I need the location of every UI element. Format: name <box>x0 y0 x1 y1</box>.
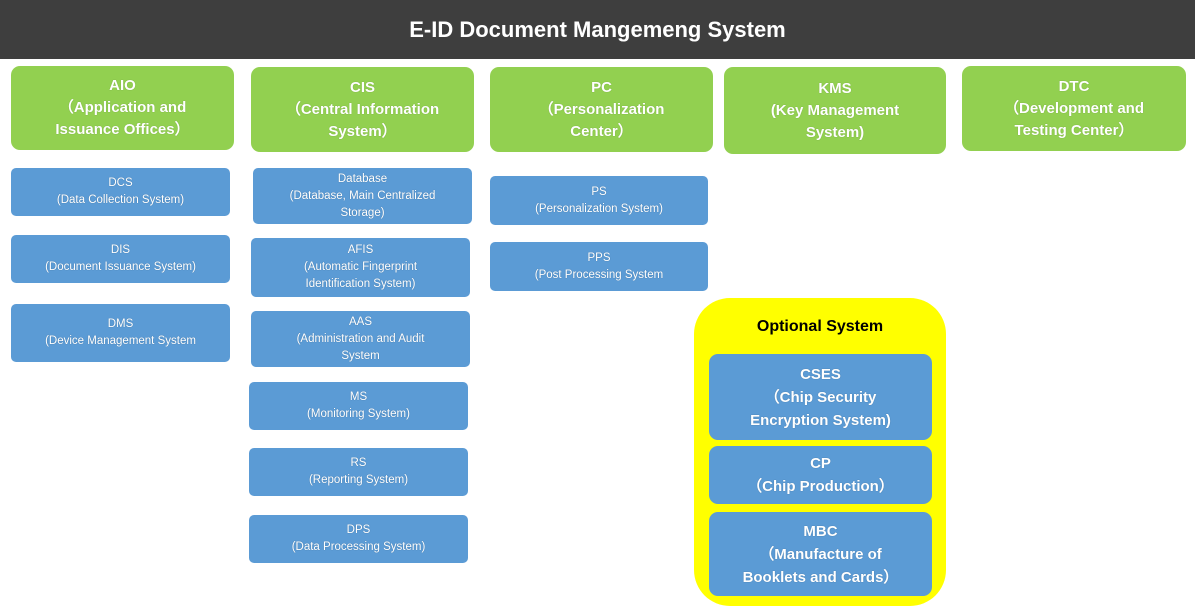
category-title: DTC <box>1058 77 1090 95</box>
subsystem-abbr: DMS <box>107 318 134 330</box>
optional-item-name: （Chip Production） <box>747 478 894 495</box>
category-dtc: DTC （Development and Testing Center） <box>962 66 1186 151</box>
subsystem-name: (Document Issuance System) <box>45 261 196 273</box>
subsystem-dms: DMS (Device Management System <box>11 304 230 362</box>
category-title: KMS <box>818 79 852 97</box>
subsystem-rs: RS (Reporting System) <box>249 448 468 496</box>
optional-item-cp: CP （Chip Production） <box>709 446 932 504</box>
category-subtitle: （Application and <box>58 99 187 116</box>
category-aio: AIO （Application and Issuance Offices） <box>11 66 234 150</box>
subsystem-abbr: Database <box>337 172 388 185</box>
category-title: PC <box>591 78 612 96</box>
category-subtitle: System) <box>805 123 865 141</box>
subsystem-name: (Post Processing System <box>534 268 664 281</box>
optional-item-mbc: MBC （Manufacture of Booklets and Cards） <box>709 512 932 596</box>
subsystem-name: (Personalization System) <box>535 202 663 215</box>
subsystem-abbr: DCS <box>108 177 133 189</box>
category-subtitle: Center） <box>570 122 633 140</box>
optional-item-abbr: CP <box>810 455 831 472</box>
category-cis: CIS （Central Information System） <box>251 67 474 152</box>
optional-item-abbr: MBC <box>803 522 838 540</box>
category-subtitle: (Key Management <box>770 101 900 119</box>
subsystem-abbr: PPS <box>587 251 611 264</box>
subsystem-abbr: MS <box>349 391 368 403</box>
optional-item-name: Booklets and Cards） <box>742 568 899 586</box>
subsystem-name: System <box>341 349 380 362</box>
subsystem-name: (Data Collection System) <box>56 194 185 206</box>
category-title: CIS <box>349 78 375 96</box>
optional-item-abbr: CSES <box>800 365 841 383</box>
category-subtitle: Issuance Offices） <box>55 121 190 138</box>
subsystem-name: (Device Management System <box>45 335 196 347</box>
page-title: E-ID Document Mangemeng System <box>409 16 786 42</box>
subsystem-name: (Data Processing System) <box>291 541 426 553</box>
subsystem-abbr: AFIS <box>347 244 374 256</box>
subsystem-ms: MS (Monitoring System) <box>249 382 468 430</box>
subsystem-name: (Automatic Fingerprint <box>303 261 418 273</box>
category-subtitle: Testing Center） <box>1014 121 1134 139</box>
subsystem-abbr: AAS <box>348 315 372 328</box>
optional-system-title: Optional System <box>756 318 884 335</box>
category-subtitle: （Personalization <box>538 100 665 118</box>
subsystem-aas: AAS (Administration and Audit System <box>251 311 470 367</box>
subsystem-name: (Administration and Audit <box>296 332 425 345</box>
subsystem-name: (Database, Main Centralized <box>289 189 436 202</box>
subsystem-abbr: RS <box>350 457 367 469</box>
subsystem-dps: DPS (Data Processing System) <box>249 515 468 563</box>
category-subtitle: （Central Information <box>285 100 440 118</box>
subsystem-abbr: DIS <box>110 244 131 256</box>
category-subtitle: （Development and <box>1003 99 1145 117</box>
subsystem-name: (Reporting System) <box>308 474 409 486</box>
subsystem-abbr: PS <box>591 185 607 198</box>
optional-item-name: （Manufacture of <box>759 545 882 563</box>
subsystem-ps: PS (Personalization System) <box>490 176 708 225</box>
subsystem-name: (Monitoring System) <box>307 408 410 420</box>
category-subtitle: System） <box>328 122 397 140</box>
subsystem-pps: PPS (Post Processing System <box>490 242 708 291</box>
category-title: AIO <box>109 77 136 94</box>
subsystem-name: Identification System) <box>305 278 416 290</box>
category-kms: KMS (Key Management System) <box>724 67 946 154</box>
subsystem-dis: DIS (Document Issuance System) <box>11 235 230 283</box>
subsystem-name: Storage) <box>340 206 385 219</box>
optional-item-name: Encryption System) <box>750 411 891 429</box>
subsystem-afis: AFIS (Automatic Fingerprint Identificati… <box>251 238 470 297</box>
subsystem-abbr: DPS <box>346 524 371 536</box>
optional-item-name: （Chip Security <box>764 388 877 406</box>
subsystem-dcs: DCS (Data Collection System) <box>11 168 230 216</box>
optional-item-cses: CSES （Chip Security Encryption System) <box>709 354 932 440</box>
page-header: E-ID Document Mangemeng System <box>0 0 1195 59</box>
subsystem-database: Database (Database, Main Centralized Sto… <box>253 168 472 224</box>
category-pc: PC （Personalization Center） <box>490 67 713 152</box>
